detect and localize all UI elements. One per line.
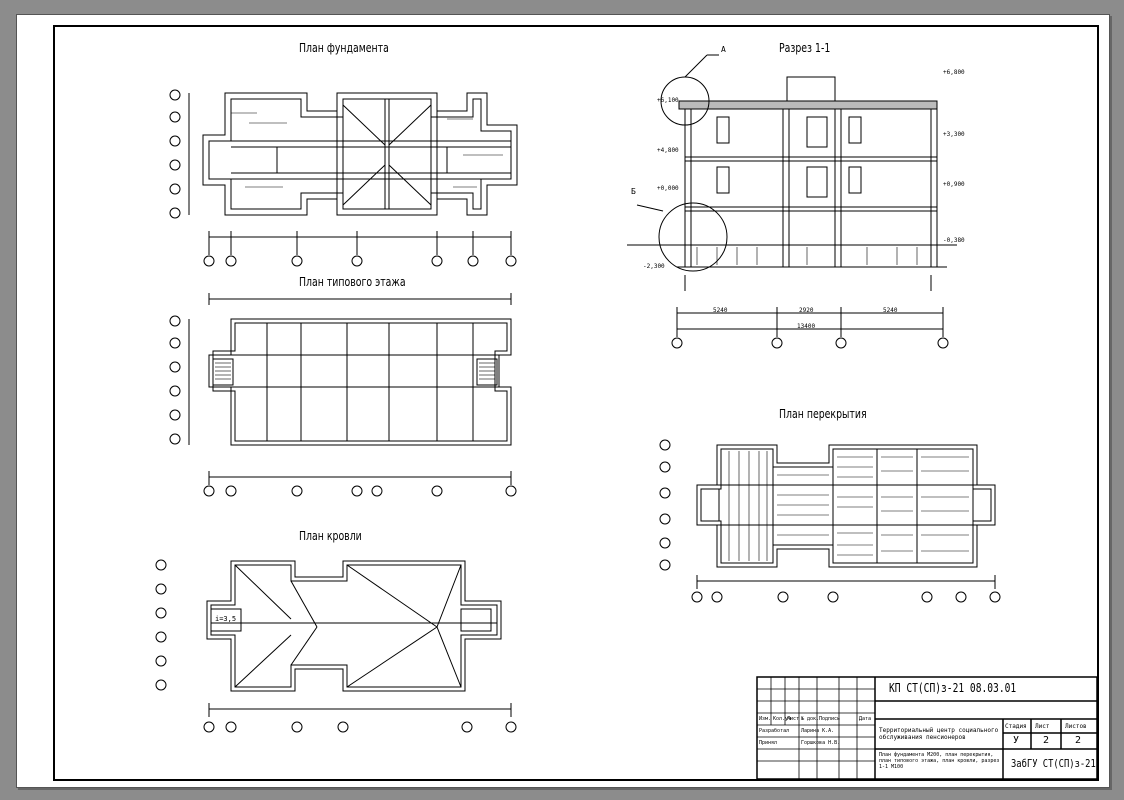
title-section: Разрез 1-1 bbox=[779, 41, 831, 55]
section-level-4: +4,800 bbox=[657, 147, 679, 154]
detail-mark-a: А bbox=[721, 45, 726, 54]
drawing-sheet: План фундамента План типового этажа План… bbox=[16, 14, 1110, 788]
section-dim-total: 13400 bbox=[797, 323, 816, 330]
name-checker: Горшкова Н.В. bbox=[801, 740, 841, 746]
section-level-7: +0,900 bbox=[943, 181, 965, 188]
section-level-10: -0,380 bbox=[943, 237, 965, 244]
title-slab-plan: План перекрытия bbox=[779, 407, 867, 421]
drawing-frame bbox=[53, 25, 1099, 781]
project-name: Территориальный центр социального обслуж… bbox=[879, 727, 999, 741]
section-level-11: -2,300 bbox=[643, 263, 665, 270]
name-developer: Ларина К.А. bbox=[801, 728, 835, 734]
title-roof-plan: План кровли bbox=[299, 529, 362, 543]
sheets-label: Листов bbox=[1065, 723, 1087, 730]
title-foundation-plan: План фундамента bbox=[299, 41, 389, 55]
sheets-value: 2 bbox=[1075, 735, 1082, 746]
head-cell-1: Изм. bbox=[759, 716, 772, 722]
head-cell-5: Подпись bbox=[819, 716, 841, 722]
role-developer: Разработал bbox=[759, 728, 790, 734]
roof-slope-label: i=3,5 bbox=[215, 615, 237, 623]
project-code: КП СТ(СП)з-21 08.03.01 bbox=[889, 681, 1017, 695]
section-dim-2: 2920 bbox=[799, 307, 814, 314]
sheet-description: План фундамента М200, план перекрытия, п… bbox=[879, 752, 1000, 770]
head-cell-4: № док. bbox=[801, 716, 820, 722]
head-cell-6: Дата bbox=[859, 716, 872, 722]
organization: ЗабГУ СТ(СП)з-21 bbox=[1011, 757, 1096, 770]
section-level-top: +6,800 bbox=[943, 69, 965, 76]
section-level-9: +0,000 bbox=[657, 185, 679, 192]
sheet-value: 2 bbox=[1043, 735, 1050, 746]
detail-mark-b: Б bbox=[631, 187, 636, 196]
section-level-5: +3,300 bbox=[943, 131, 965, 138]
stage-label: Стадия bbox=[1005, 723, 1027, 730]
title-typical-floor-plan: План типового этажа bbox=[299, 275, 406, 289]
section-level-1: +6,100 bbox=[657, 97, 679, 104]
head-cell-2: Кол.уч bbox=[773, 716, 792, 722]
sheet-label: Лист bbox=[1035, 723, 1050, 730]
stage-value: У bbox=[1013, 735, 1020, 746]
role-checker: Принял bbox=[759, 740, 778, 746]
head-cell-3: Лист bbox=[787, 716, 800, 722]
section-dim-3: 5240 bbox=[883, 307, 898, 314]
section-dim-1: 5240 bbox=[713, 307, 728, 314]
